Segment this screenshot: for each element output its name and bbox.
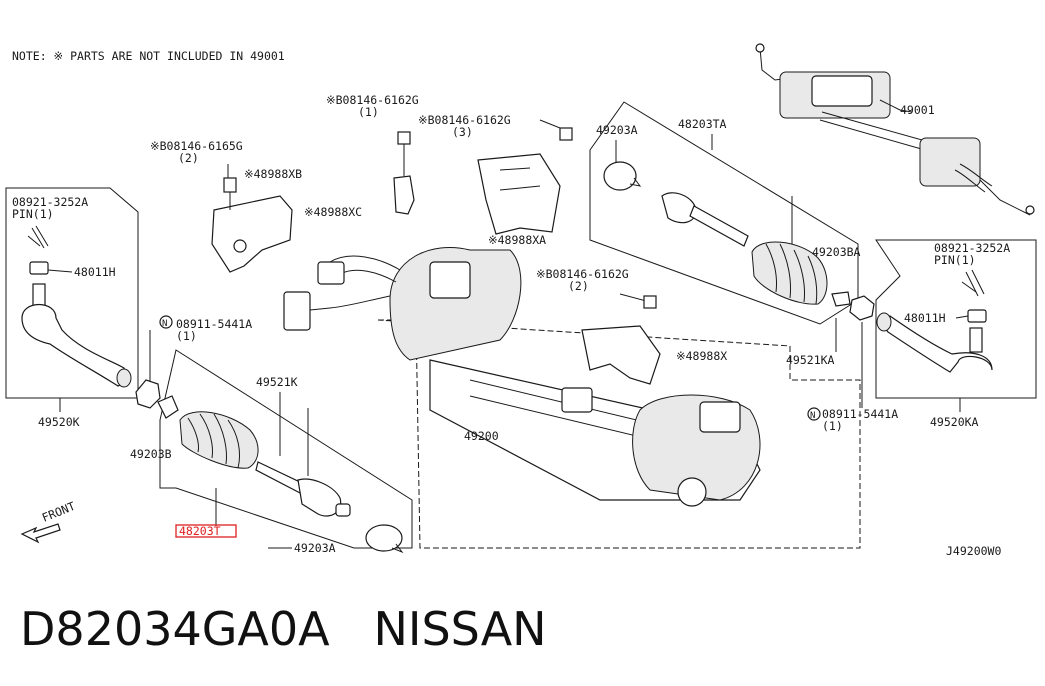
steering-gear-housing-part bbox=[283, 246, 761, 507]
callout-48988X: ※48988X bbox=[676, 349, 727, 363]
boot-right-part bbox=[751, 241, 828, 305]
bracket-48988XB-part bbox=[211, 177, 293, 273]
callout-49203A-left: 49203A bbox=[294, 541, 336, 555]
inner-tie-rod-left-part bbox=[255, 461, 351, 517]
clamp-right-icon bbox=[831, 291, 851, 307]
o-ring-right-icon bbox=[603, 161, 642, 191]
box-tie-rod-end-left bbox=[5, 187, 139, 399]
pin-label-left: PIN(1) bbox=[12, 207, 54, 221]
bracket-48988XC-part bbox=[393, 131, 415, 215]
part-number-caption: D82034GA0A NISSAN bbox=[20, 602, 547, 656]
clamp-left-icon bbox=[157, 395, 179, 419]
steering-gear-overview bbox=[755, 43, 1035, 216]
pin-label-right: PIN(1) bbox=[934, 253, 976, 267]
bracket-48988XA-part bbox=[477, 127, 573, 235]
tie-rod-end-left-part bbox=[21, 283, 132, 388]
bracket-48988X-part bbox=[581, 295, 661, 385]
callout-nut-right-qty: (1) bbox=[822, 419, 843, 433]
svg-text:N: N bbox=[810, 411, 815, 421]
callout-bolt-6165G: ※B08146-6165G bbox=[150, 139, 243, 153]
diagram-code: J49200W0 bbox=[946, 544, 1001, 558]
parts-note: NOTE: ※ PARTS ARE NOT INCLUDED IN 49001 bbox=[12, 49, 285, 63]
pin-code-right: 08921-3252A bbox=[934, 241, 1010, 255]
callout-49200: 49200 bbox=[464, 429, 499, 443]
front-arrow-icon bbox=[20, 523, 61, 544]
o-ring-left-icon bbox=[365, 524, 404, 554]
nut-right-icon bbox=[849, 295, 875, 321]
box-tie-rod-end-right bbox=[875, 239, 1037, 399]
callout-49203B: 49203B bbox=[130, 447, 172, 461]
n-symbol-right-icon: N bbox=[807, 407, 821, 421]
callout-bolt-6162G-mid: ※B08146-6162G bbox=[418, 113, 511, 127]
front-label: FRONT bbox=[40, 499, 77, 525]
callout-nut-left: 08911-5441A bbox=[176, 317, 252, 331]
callout-bolt-6165G-qty: (2) bbox=[178, 151, 199, 165]
castle-nut-left-icon bbox=[29, 261, 73, 275]
cotter-pin-left-icon bbox=[27, 225, 49, 249]
callout-49520KA: 49520KA bbox=[930, 415, 979, 429]
n-symbol-left-icon: N bbox=[159, 315, 173, 329]
inner-tie-rod-right-part bbox=[661, 192, 749, 247]
callout-bolt-6162G-low: ※B08146-6162G bbox=[536, 267, 629, 281]
tie-rod-end-right-part bbox=[876, 312, 993, 373]
cotter-pin-right-icon bbox=[961, 269, 985, 297]
pin-code-left: 08921-3252A bbox=[12, 195, 88, 209]
castle-nut-right-icon bbox=[955, 309, 987, 323]
callout-49520K: 49520K bbox=[38, 415, 80, 429]
nut-left-icon bbox=[135, 379, 161, 409]
callout-bolt-6162G-mid-qty: (3) bbox=[452, 125, 473, 139]
callout-48988XA: ※48988XA bbox=[488, 233, 546, 247]
svg-text:N: N bbox=[162, 319, 167, 329]
box-inner-tie-rod-left bbox=[159, 349, 413, 549]
highlight-48203T bbox=[175, 524, 237, 538]
callout-48011H-left: 48011H bbox=[74, 265, 116, 279]
callout-48203TA: 48203TA bbox=[678, 117, 727, 131]
callout-48203T: 48203T bbox=[179, 524, 221, 538]
callout-bolt-6162G-top-qty: (1) bbox=[358, 105, 379, 119]
callout-bolt-6162G-low-qty: (2) bbox=[568, 279, 589, 293]
callout-nut-right: 08911-5441A bbox=[822, 407, 898, 421]
callout-49001: 49001 bbox=[900, 103, 935, 117]
callout-48988XC: ※48988XC bbox=[304, 205, 362, 219]
callout-48988XB: ※48988XB bbox=[244, 167, 302, 181]
callout-48011H-right: 48011H bbox=[904, 311, 946, 325]
callout-49521KA: 49521KA bbox=[786, 353, 835, 367]
callout-nut-left-qty: (1) bbox=[176, 329, 197, 343]
callout-49203A-right: 49203A bbox=[596, 123, 638, 137]
boot-left-part bbox=[179, 411, 259, 469]
callout-49521K: 49521K bbox=[256, 375, 298, 389]
callout-49203BA: 49203BA bbox=[812, 245, 861, 259]
callout-bolt-6162G-top: ※B08146-6162G bbox=[326, 93, 419, 107]
